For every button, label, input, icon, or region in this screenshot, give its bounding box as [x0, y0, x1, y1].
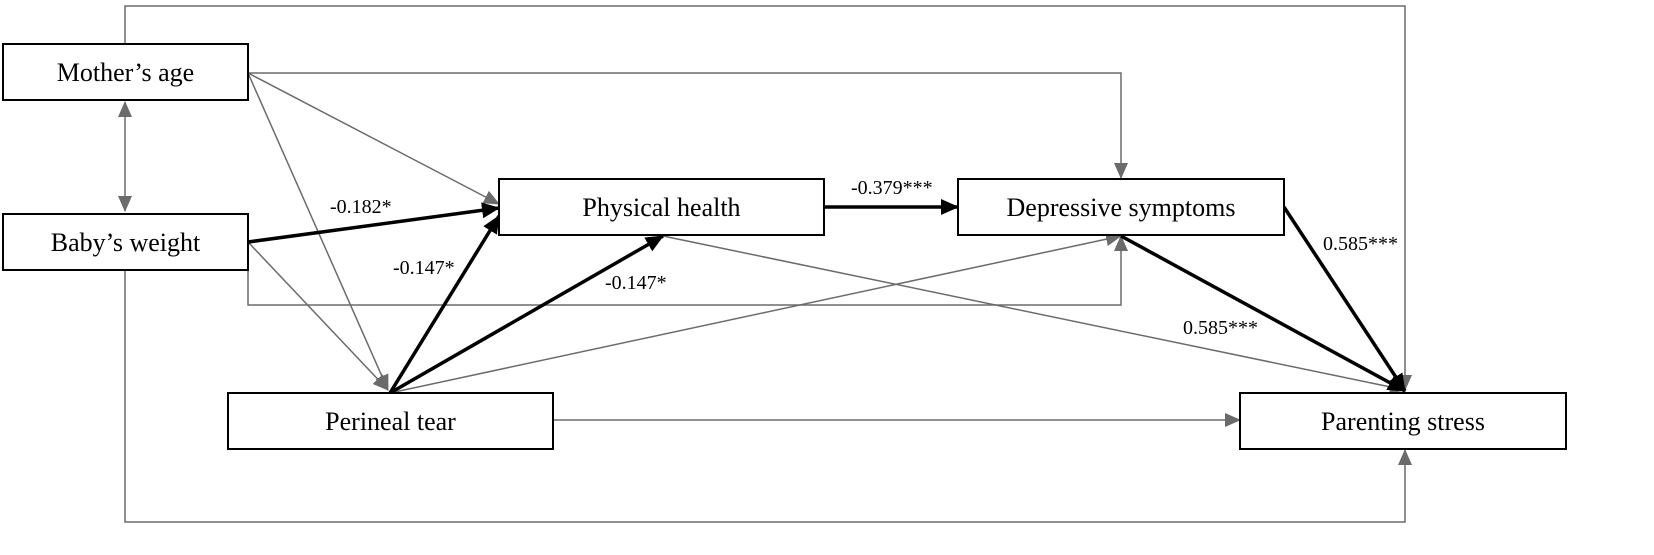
- coef-weight-to-health: -0.182*: [330, 196, 392, 218]
- node-parenting-stress: Parenting stress: [1239, 392, 1567, 450]
- path-weight-to-stress-top: [124, 5, 1412, 391]
- node-perineal-tear-label: Perineal tear: [325, 407, 456, 436]
- node-depressive-symptoms-label: Depressive symptoms: [1007, 193, 1236, 222]
- path-tear-to-depression: [389, 232, 1122, 394]
- path-weight-to-tear: [247, 241, 389, 391]
- coef-depression-to-stress-b: 0.585***: [1183, 317, 1258, 339]
- path-weight-to-stress-bottom: [124, 270, 1412, 523]
- path-weight-to-health: [247, 202, 500, 244]
- node-depressive-symptoms: Depressive symptoms: [957, 178, 1285, 236]
- path-tear-to-health-right: [389, 234, 664, 395]
- path-depression-to-stress-right: [1282, 206, 1407, 392]
- node-physical-health-label: Physical health: [582, 193, 740, 222]
- path-depression-to-stress-left: [1120, 234, 1406, 393]
- path-tear-to-health-left: [388, 215, 501, 394]
- node-babys-weight: Baby’s weight: [2, 213, 249, 271]
- node-physical-health: Physical health: [498, 178, 825, 236]
- node-babys-weight-label: Baby’s weight: [51, 228, 201, 257]
- node-mothers-age-label: Mother’s age: [57, 58, 194, 87]
- path-weight-to-depression: [247, 235, 1128, 306]
- node-perineal-tear: Perineal tear: [227, 392, 554, 450]
- path-age-to-health: [247, 72, 500, 205]
- node-mothers-age: Mother’s age: [2, 43, 249, 101]
- coef-tear-to-health-a: -0.147*: [393, 257, 455, 279]
- node-parenting-stress-label: Parenting stress: [1321, 407, 1485, 436]
- coef-tear-to-health-b: -0.147*: [605, 272, 667, 294]
- path-age-to-depression: [248, 72, 1128, 179]
- coef-health-to-depression: -0.379***: [851, 177, 933, 199]
- path-health-to-stress: [662, 235, 1406, 394]
- coef-depression-to-stress-a: 0.585***: [1323, 233, 1398, 255]
